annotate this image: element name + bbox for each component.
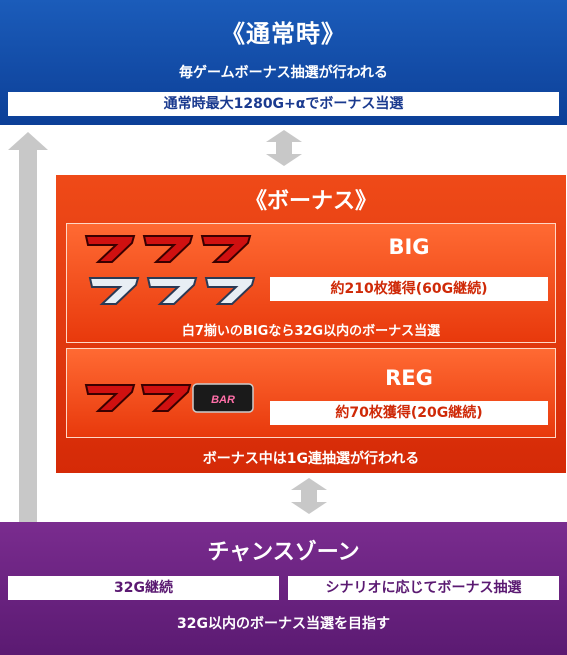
up-arrow-icon [8, 132, 48, 528]
big-payout: 約210枚獲得(60G継続) [270, 277, 548, 301]
normal-state-box: 通常時最大1280G+αでボーナス当選 [8, 92, 559, 116]
white-seven-icon [204, 277, 256, 305]
chance-zone-note: 32G以内のボーナス当選を目指す [177, 616, 390, 632]
red-seven-icon [200, 235, 252, 263]
chance-zone-duration-box: 32G継続 [8, 576, 279, 600]
normal-state-title: 《通常時》 [221, 20, 346, 48]
reg-label: REG [385, 366, 433, 390]
bonus-title: 《ボーナス》 [244, 189, 377, 214]
chance-zone-scenario-box: シナリオに応じてボーナス抽選 [288, 576, 559, 600]
reg-payout: 約70枚獲得(20G継続) [270, 401, 548, 425]
bonus-note: ボーナス中は1G連抽選が行われる [202, 451, 420, 467]
white-seven-icon [146, 277, 198, 305]
big-label: BIG [388, 235, 430, 259]
bar-symbol-icon: BAR [192, 383, 254, 413]
chance-zone-title: チャンスゾーン [207, 540, 360, 565]
red-seven-icon [84, 235, 136, 263]
normal-state-subtitle: 毎ゲームボーナス抽選が行われる [179, 65, 388, 81]
bar-symbol-text: BAR [211, 394, 235, 406]
red-seven-icon [142, 235, 194, 263]
white-seven-icon [88, 277, 140, 305]
red-seven-icon [140, 384, 192, 412]
double-arrow-icon [266, 130, 302, 166]
red-seven-icon [84, 384, 136, 412]
big-note: 白7揃いのBIGなら32G以内のボーナス当選 [181, 324, 441, 339]
double-arrow-icon [291, 478, 327, 514]
